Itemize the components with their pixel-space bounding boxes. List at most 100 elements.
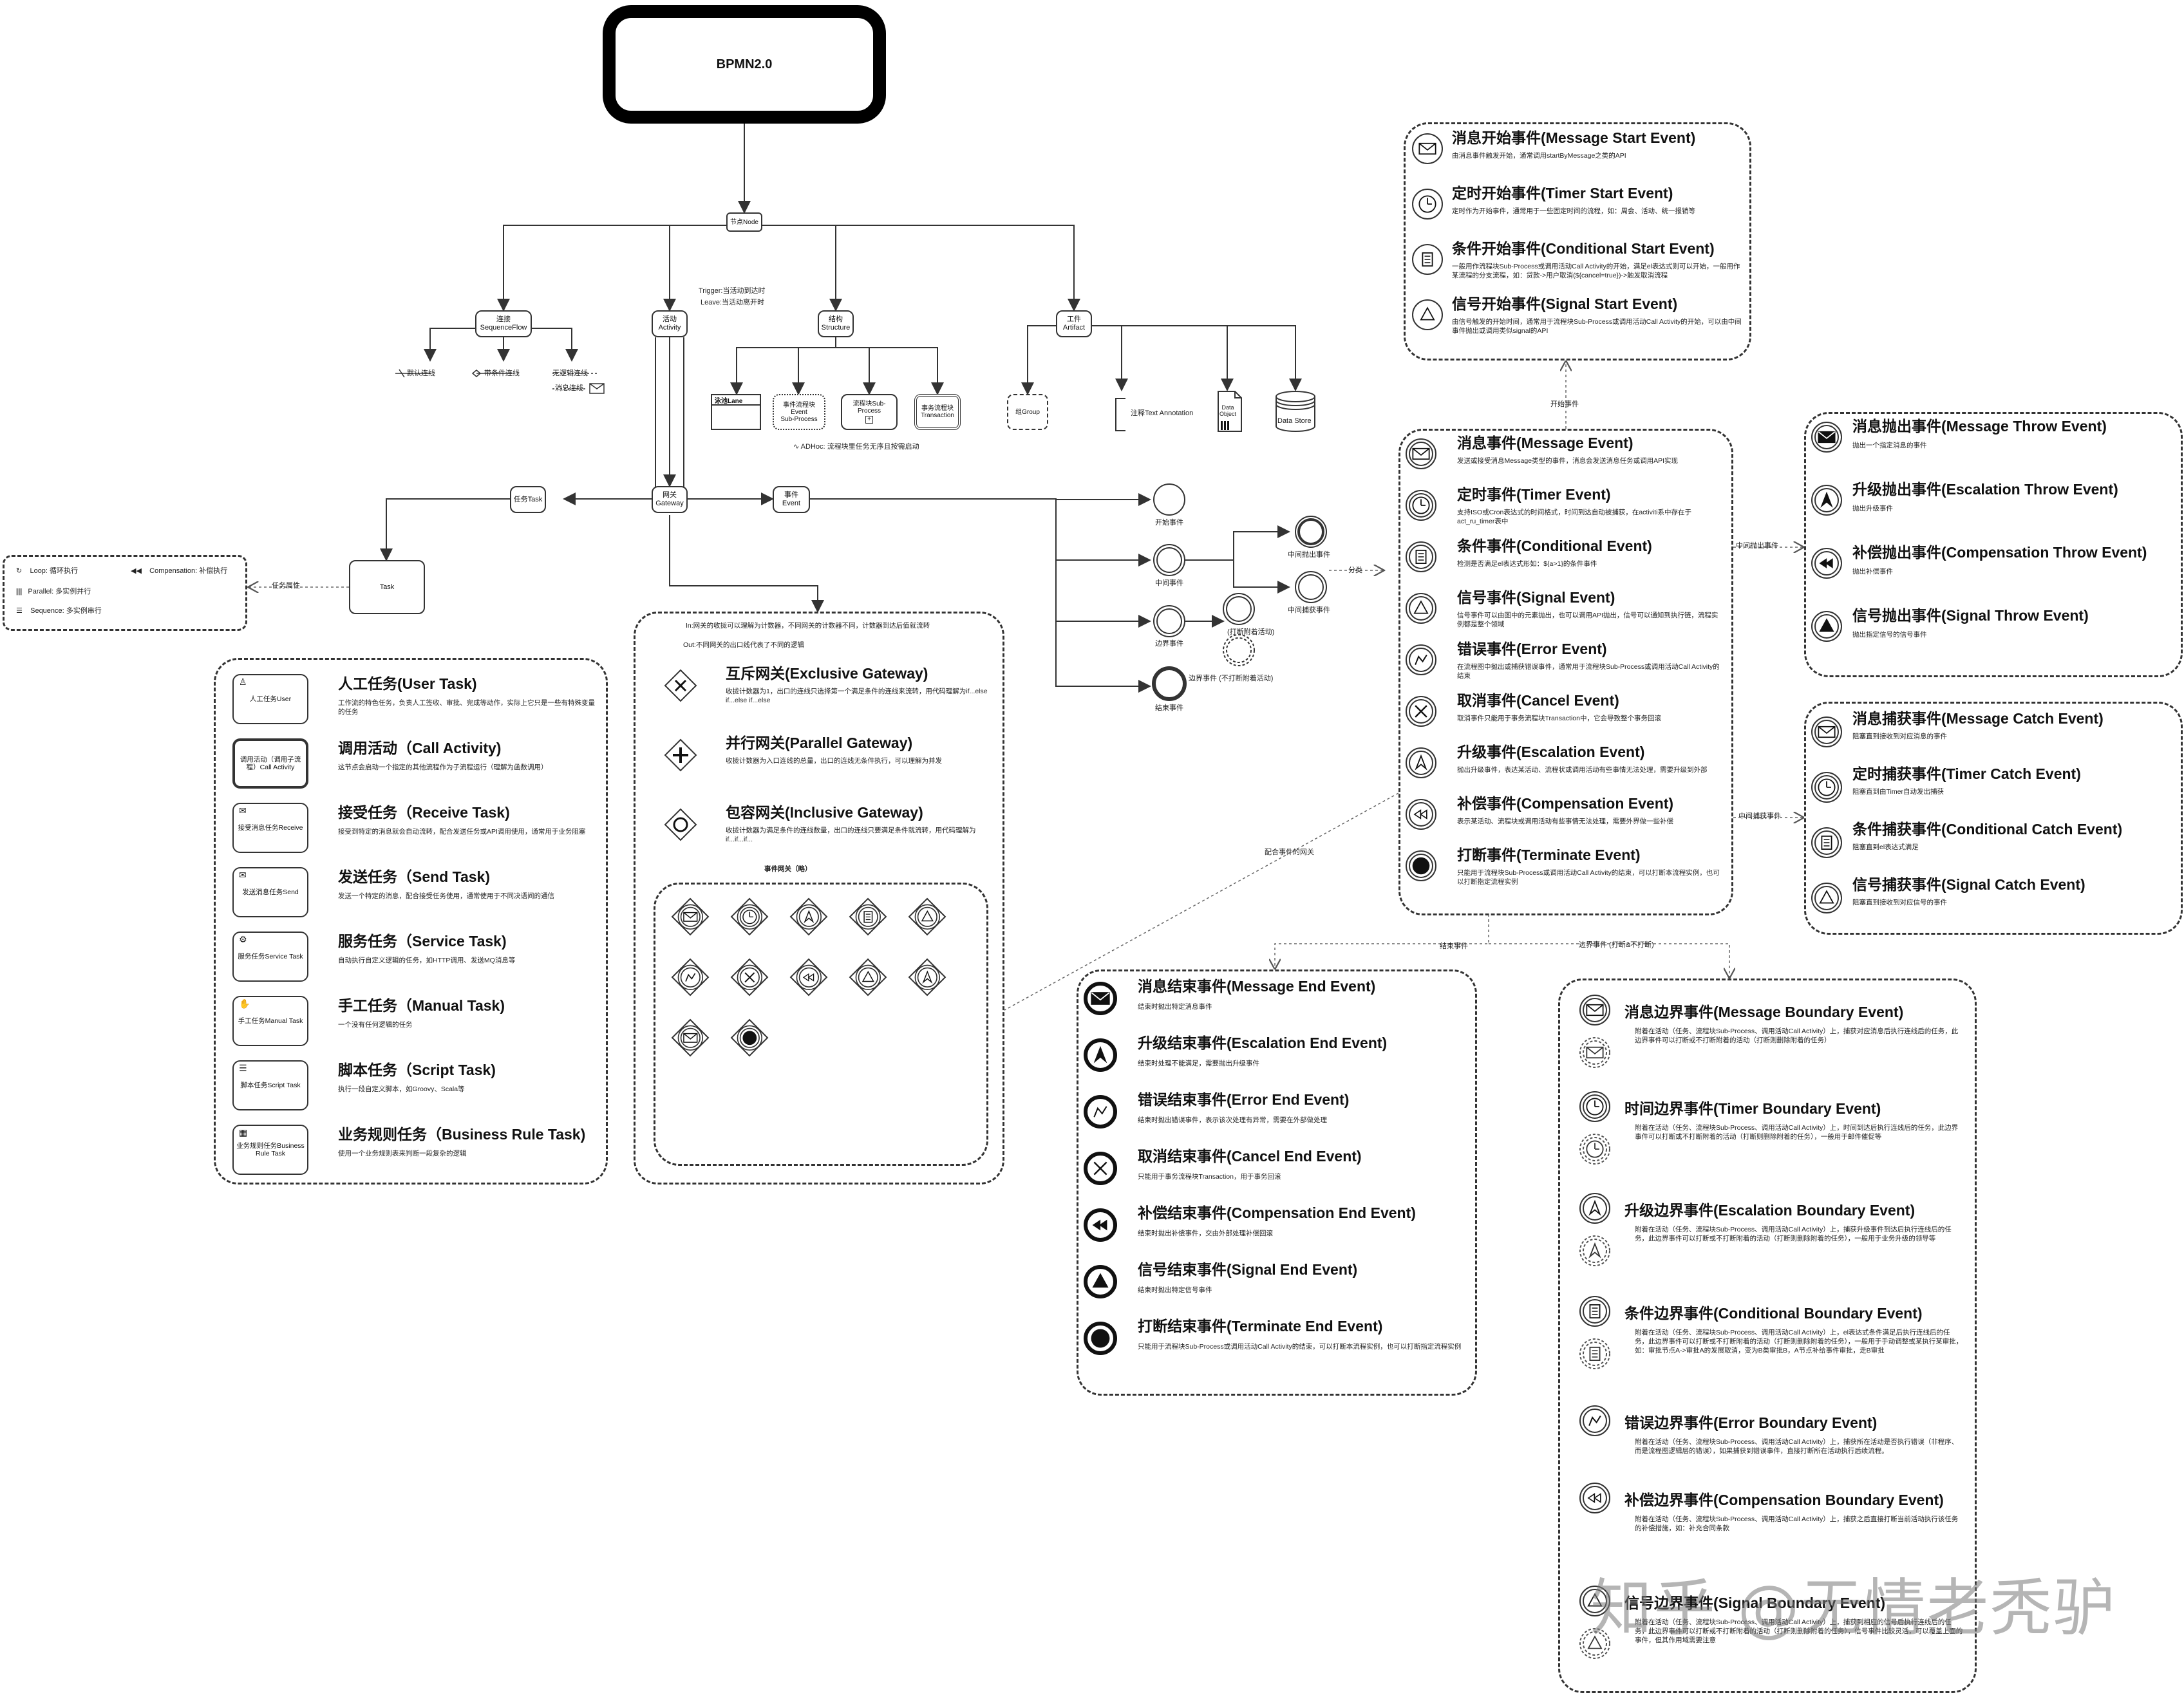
- adhoc-note: ∿ ADHoc: 流程块里任务无序且按需启动: [793, 443, 919, 451]
- gateway-link-label: 配合事件的网关: [1265, 848, 1314, 856]
- message-catch-desc: 阻塞直到接收到对应消息的事件: [1852, 733, 1947, 740]
- timer-start-title: 定时开始事件(Timer Start Event): [1452, 185, 1673, 201]
- compensation-icon: ◀◀: [131, 567, 142, 575]
- receive-task-box-label: 接受消息任务Receive: [238, 824, 303, 832]
- signal-throw-title: 信号抛出事件(Signal Throw Event): [1852, 607, 2089, 624]
- cancel-event-title: 取消事件(Cancel Event): [1457, 692, 1619, 709]
- flow-message-label: 消息连线: [555, 384, 583, 392]
- signal-start-title: 信号开始事件(Signal Start Event): [1452, 295, 1678, 312]
- call-activity-box-label: 调用活动（调用子流程）Call Activity: [240, 756, 301, 771]
- escalation-throw-desc: 抛出升级事件: [1852, 505, 1893, 512]
- conditional-event-title: 条件事件(Conditional Event): [1457, 538, 1652, 554]
- compensation-item: ◀◀ Compensation: 补偿执行: [131, 567, 227, 576]
- signal-boundary-noninterrupting-icon: [1578, 1627, 1612, 1663]
- task-attributes-panel: ↻ Loop: 循环执行 ◀◀ Compensation: 补偿执行 ||| P…: [3, 555, 247, 631]
- transaction-shape: 事务流程块 Transaction: [914, 394, 961, 430]
- activity-node: 活动 Activity: [652, 310, 688, 337]
- text-annotation-label: 注释Text Annotation: [1131, 409, 1194, 417]
- signal-event-title: 信号事件(Signal Event): [1457, 589, 1615, 606]
- terminate-event-icon: [1404, 849, 1438, 886]
- conditional-start-title: 条件开始事件(Conditional Start Event): [1452, 240, 1715, 257]
- escalation-throw-icon: [1810, 483, 1843, 520]
- script-task-box: ☰脚本任务Script Task: [232, 1060, 308, 1110]
- plus-icon: +: [865, 416, 873, 424]
- conditional-gateway-icon: [849, 897, 887, 939]
- message-event-icon: [1404, 437, 1438, 474]
- terminate-event-desc: 只能用于流程块Sub-Process或调用活动Call Activity的结束，…: [1457, 869, 1720, 886]
- signal-end-icon: [1082, 1264, 1118, 1303]
- manual-task-title: 手工任务（Manual Task): [338, 997, 505, 1014]
- user-task-desc: 工作流的特色任务，负责人工签收、审批、完成等动作，实际上它只是一些有特殊变量的任…: [338, 699, 595, 716]
- compensation-event-desc: 表示某活动、流程块或调用活动有些事情无法处理，需要外界做一些补偿: [1457, 818, 1673, 825]
- classify-link-label: 分类: [1348, 567, 1362, 574]
- end-link-label: 结束事件: [1440, 942, 1468, 950]
- conditional-start-desc: 一般用作流程块Sub-Process或调用活动Call Activity的开始，…: [1452, 263, 1740, 279]
- escalation-end-desc: 结束时处理不能满足，需要抛出升级事件: [1138, 1060, 1259, 1067]
- terminate-gateway-icon: [730, 1018, 769, 1060]
- signal-throw-icon: [1810, 610, 1843, 646]
- event-node-label: 事件 Event: [782, 491, 801, 507]
- receive-task-desc: 接受到特定的消息就会自动流转，配合发送任务或API调用使用，通常用于业务阻塞: [338, 828, 586, 836]
- inclusive-gateway-icon: [664, 808, 697, 845]
- flow-glyphs: [395, 369, 605, 394]
- exclusive-gateway-title: 互斥网关(Exclusive Gateway): [726, 665, 928, 682]
- timer-start-icon: [1411, 187, 1444, 224]
- hub-node: 节点Node: [726, 212, 762, 232]
- escalation-boundary-icon: [1578, 1192, 1612, 1228]
- cancel-end-desc: 只能用于事务流程块Transaction，用于事务回滚: [1138, 1173, 1281, 1181]
- message-start-desc: 由消息事件触发开始，通常调用startByMessage之类的API: [1452, 152, 1626, 160]
- timer-event-icon: [1404, 489, 1438, 525]
- message-gateway-icon: [671, 1018, 710, 1060]
- end-events-panel: 消息结束事件(Message End Event)结束时抛出特定消息事件升级结束…: [1077, 969, 1477, 1396]
- service-task-box: ⚙服务任务Service Task: [232, 932, 308, 982]
- diagram-title: BPMN2.0: [603, 5, 886, 124]
- task-node-label: Task: [379, 583, 395, 591]
- throw-events-panel: 消息抛出事件(Message Throw Event)抛出一个指定消息的事件升级…: [1804, 412, 2183, 677]
- parallel-gateway-icon: [664, 738, 697, 775]
- business-rule-task-desc: 使用一个业务规则表来判断一段复杂的逻辑: [338, 1150, 467, 1157]
- escalation-event-icon: [1404, 746, 1438, 783]
- catch-link-label: 中间捕获事件: [1738, 812, 1781, 820]
- gateway-node: 网关 Gateway: [652, 486, 688, 513]
- catch-events-panel: 消息捕获事件(Message Catch Event)阻塞直到接收到对应消息的事…: [1804, 702, 2183, 935]
- compensation-event-icon: [1404, 798, 1438, 834]
- signal-end-desc: 结束时抛出特定信号事件: [1138, 1286, 1212, 1294]
- call-activity-title: 调用活动（Call Activity): [338, 740, 502, 756]
- sequence-label: Sequence: 多实例串行: [30, 607, 102, 615]
- timer-event-title: 定时事件(Timer Event): [1457, 486, 1611, 503]
- timer-boundary-noninterrupting-icon: [1578, 1132, 1612, 1169]
- compensation-boundary-desc: 附着在活动（任务、流程块Sub-Process、调用活动Call Activit…: [1635, 1515, 1959, 1532]
- event-circles: [1152, 483, 1327, 701]
- conditional-event-icon: [1404, 540, 1438, 577]
- loop-label: Loop: 循环执行: [30, 567, 79, 575]
- loop-icon: ↻: [16, 567, 23, 575]
- boundary-event-label: 边界事件: [1155, 640, 1183, 648]
- error-boundary-title: 错误边界事件(Error Boundary Event): [1624, 1414, 1878, 1431]
- message-throw-desc: 抛出一个指定消息的事件: [1852, 442, 1927, 449]
- escalation-event-title: 升级事件(Escalation Event): [1457, 744, 1645, 760]
- exclusive-gateway-desc: 收拢计数器为1，出口的连线只选择第一个满足条件的连线来流转，用代码理解为if..…: [726, 688, 988, 704]
- flow-node-label: 连接 SequenceFlow: [480, 315, 527, 332]
- conditional-boundary-title: 条件边界事件(Conditional Boundary Event): [1624, 1305, 1923, 1322]
- parallel-label: Parallel: 多实例并行: [28, 588, 91, 595]
- call-activity-desc: 这节点会启动一个指定的其他流程作为子流程运行（理解为函数调用）: [338, 763, 548, 771]
- hub-node-label: 节点Node: [730, 218, 758, 226]
- activity-node-label: 活动 Activity: [658, 315, 681, 332]
- escalation-gateway-icon: [908, 958, 946, 1000]
- message-end-title: 消息结束事件(Message End Event): [1138, 978, 1376, 995]
- escalation-gateway-icon: [789, 897, 828, 939]
- manual-task-box: ✋手工任务Manual Task: [232, 996, 308, 1046]
- artifact-node-label: 工件 Artifact: [1062, 315, 1086, 332]
- business-rule-task-title: 业务规则任务（Business Rule Task): [338, 1126, 586, 1143]
- conditional-boundary-noninterrupting-icon: [1578, 1337, 1612, 1374]
- script-icon: ☰: [239, 1063, 247, 1073]
- activity-leave-label: Leave:当活动离开时: [701, 299, 765, 306]
- cancel-gateway-icon: [730, 958, 769, 1000]
- message-gateway-icon: [671, 897, 710, 939]
- start-link-label: 开始事件: [1550, 400, 1579, 408]
- send-task-desc: 发送一个特定的消息，配合接受任务使用，通常使用于不同决语间的通信: [338, 892, 554, 900]
- error-end-desc: 结束时抛出错误事件，表示该次处理有异常，需要在外部做处理: [1138, 1116, 1327, 1124]
- message-event-desc: 发送或接受消息Message类型的事件，消息会发送消息任务或调用API实现: [1457, 457, 1679, 465]
- catch-event-label: 中间捕获事件: [1288, 606, 1330, 614]
- signal-boundary-icon: [1578, 1584, 1612, 1621]
